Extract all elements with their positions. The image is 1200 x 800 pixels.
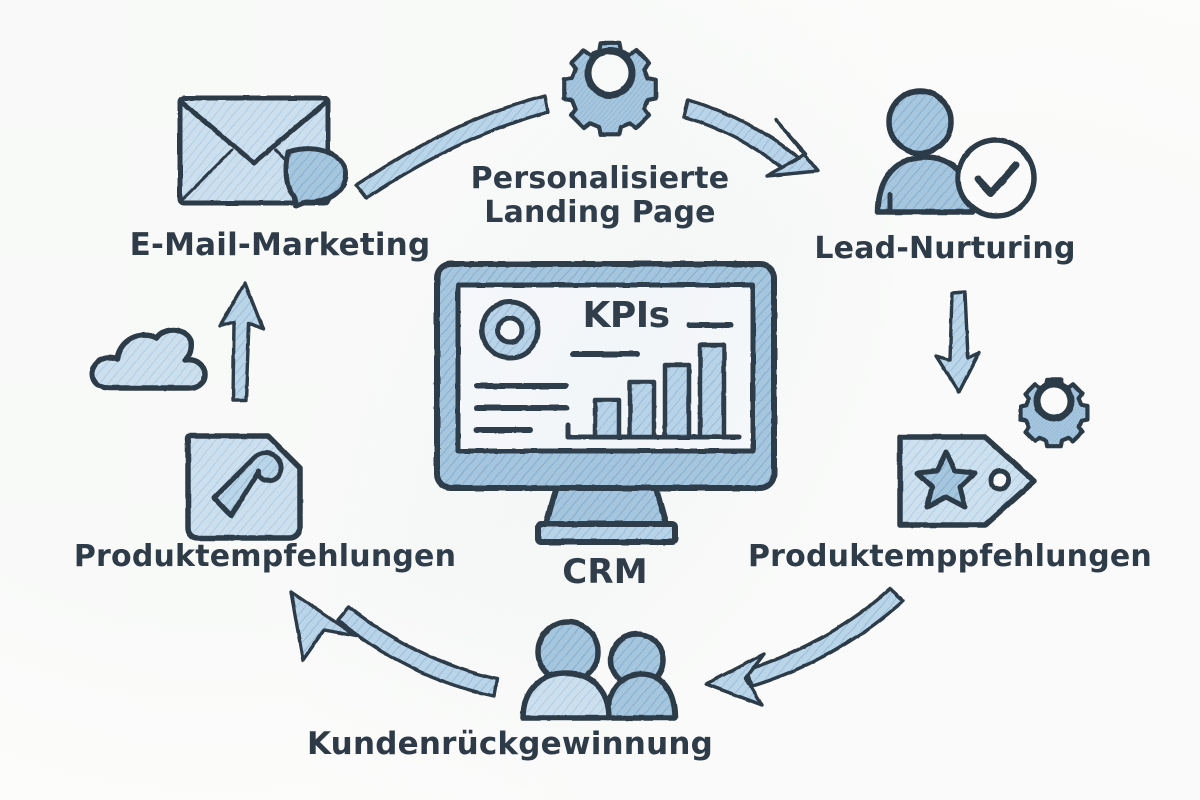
arrow-landing-to-lead	[682, 98, 820, 178]
arrow-email-to-landing	[354, 94, 550, 200]
arrow-kunden-to-produkt-left	[289, 590, 499, 698]
label-kpis: KPIs	[582, 295, 670, 336]
monitor-dashboard-icon	[434, 261, 777, 545]
arrow-lead-to-produkt	[934, 290, 981, 394]
envelope-chat-icon	[177, 95, 349, 209]
screen-bar-chart	[565, 342, 742, 440]
arrow-produkt-to-kunden	[704, 587, 905, 707]
user-check-icon	[875, 88, 1037, 219]
gear-icon-small	[1018, 377, 1090, 449]
screen-dash-marks	[570, 322, 734, 357]
label-email-marketing: E-Mail-Marketing	[129, 227, 431, 263]
tag-square-icon	[184, 433, 303, 541]
cloud-icon	[89, 327, 208, 391]
donut-chart-icon	[479, 299, 541, 361]
gear-icon	[562, 41, 658, 137]
label-kundenrueckgewinnung: Kundenrückgewinnung	[307, 726, 713, 762]
label-produkt-left: Produktempfehlungen	[73, 539, 457, 574]
label-landing-page: Personalisierte Landing Page	[470, 161, 730, 230]
label-produkt-right: Produktemppfehlungen	[747, 539, 1152, 574]
users-group-icon	[520, 619, 678, 721]
screen-text-lines	[474, 383, 569, 433]
label-lead-nurturing: Lead-Nurturing	[814, 231, 1076, 266]
arrow-produkt-left-to-email	[218, 281, 265, 402]
price-tag-star-icon	[897, 434, 1037, 528]
label-crm: CRM	[562, 552, 648, 592]
monitor-stand	[535, 485, 678, 545]
